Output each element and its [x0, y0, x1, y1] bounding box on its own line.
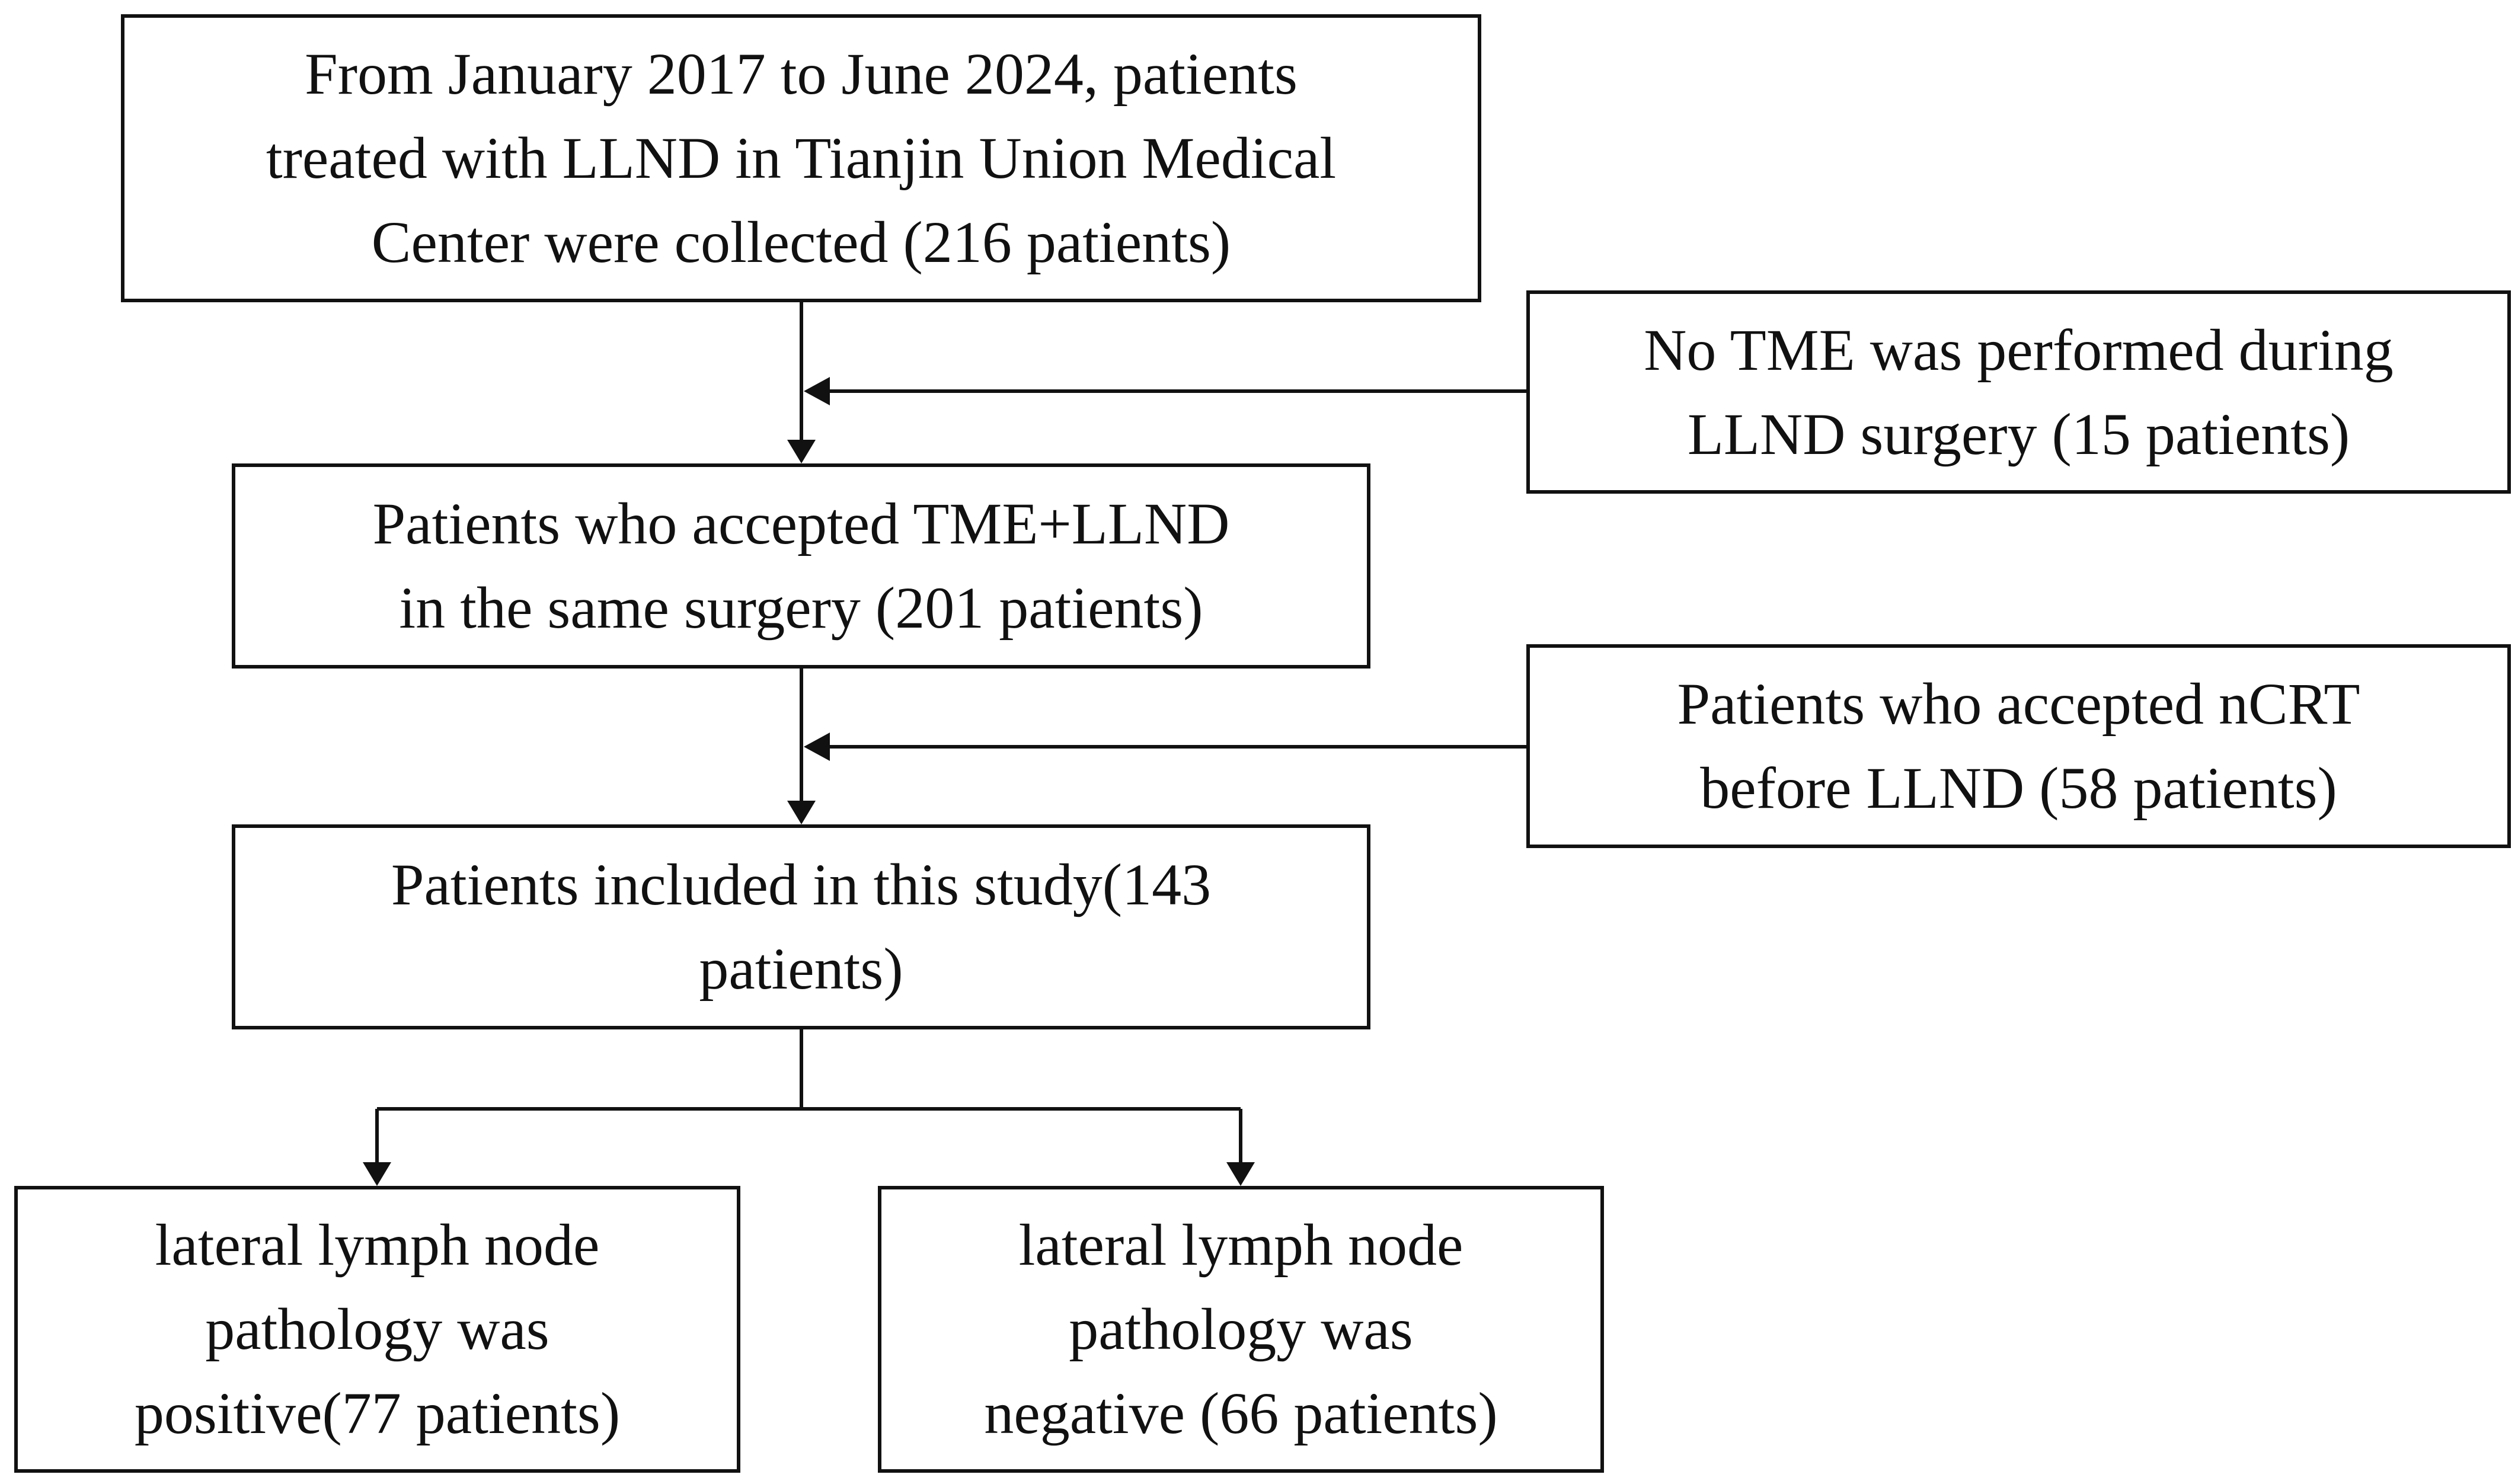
negative-box-text: lateral lymph node pathology was negativ…	[984, 1203, 1497, 1456]
exclusion-box-no-tme: No TME was performed during LLND surgery…	[1526, 290, 2511, 494]
exclusion-box-no-tme-text: No TME was performed during LLND surgery…	[1644, 308, 2394, 476]
exclusion-2-line-1: Patients who accepted nCRT	[1677, 671, 2360, 737]
positive-box-text: lateral lymph node pathology was positiv…	[135, 1203, 620, 1456]
included-box-text: Patients included in this study(143 pati…	[391, 843, 1211, 1011]
exclusion-2-line-2: before LLND (58 patients)	[1700, 755, 2337, 821]
arrowhead-down-to-tme	[787, 440, 816, 463]
negative-line-1: lateral lymph node	[1018, 1212, 1463, 1278]
exclusion-box-ncrt: Patients who accepted nCRT before LLND (…	[1526, 644, 2511, 848]
start-box-text: From January 2017 to June 2024, patients…	[266, 32, 1336, 284]
positive-line-2: pathology was	[205, 1296, 549, 1362]
arrowhead-down-to-included	[787, 801, 816, 824]
start-box-line-1: From January 2017 to June 2024, patients	[305, 41, 1298, 107]
arrowhead-left-exclusion-2	[804, 733, 830, 761]
start-box-line-3: Center were collected (216 patients)	[371, 209, 1231, 275]
positive-box: lateral lymph node pathology was positiv…	[14, 1186, 740, 1473]
tme-llnd-box-text: Patients who accepted TME+LLND in the sa…	[373, 482, 1230, 650]
tme-llnd-box: Patients who accepted TME+LLND in the sa…	[232, 463, 1370, 669]
negative-box: lateral lymph node pathology was negativ…	[878, 1186, 1604, 1473]
arrowhead-left-exclusion-1	[804, 377, 830, 405]
tme-llnd-line-1: Patients who accepted TME+LLND	[372, 491, 1230, 556]
arrowhead-down-to-negative	[1226, 1162, 1255, 1186]
included-box: Patients included in this study(143 pati…	[232, 824, 1370, 1029]
start-box-line-2: treated with LLND in Tianjin Union Medic…	[266, 125, 1337, 191]
exclusion-box-ncrt-text: Patients who accepted nCRT before LLND (…	[1677, 662, 2360, 830]
positive-line-1: lateral lymph node	[155, 1212, 600, 1278]
included-line-2: patients)	[699, 936, 903, 1002]
negative-line-3: negative (66 patients)	[984, 1380, 1498, 1446]
tme-llnd-line-2: in the same surgery (201 patients)	[399, 575, 1203, 641]
arrowhead-down-to-positive	[363, 1162, 391, 1186]
exclusion-1-line-2: LLND surgery (15 patients)	[1687, 401, 2350, 467]
start-box: From January 2017 to June 2024, patients…	[121, 14, 1481, 302]
negative-line-2: pathology was	[1069, 1296, 1413, 1362]
included-line-1: Patients included in this study(143	[391, 852, 1212, 917]
positive-line-3: positive(77 patients)	[134, 1380, 621, 1446]
exclusion-1-line-1: No TME was performed during	[1644, 316, 2394, 383]
